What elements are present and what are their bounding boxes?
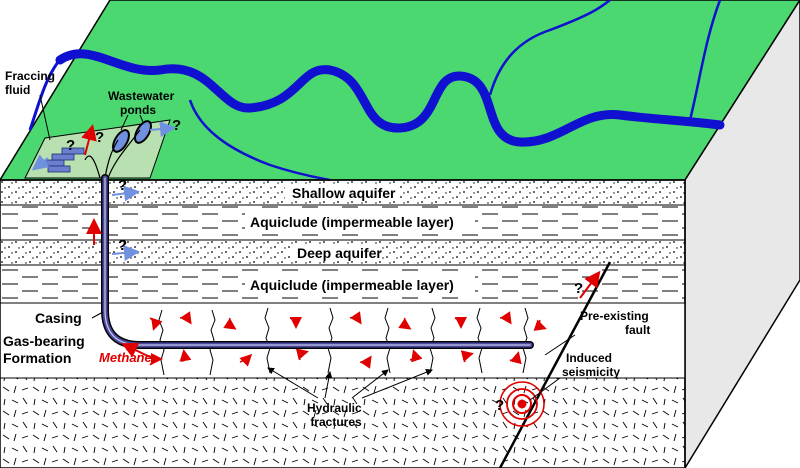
question-mark-fault: ? [574,280,583,297]
pre-existing-fault-line [498,261,612,468]
pipes [84,129,141,179]
methane-arrows [149,311,547,369]
wastewater-pond-1 [112,129,130,153]
wastewater-ponds-label: Wastewater ponds [108,89,178,117]
aquiclude-2-label: Aquiclude (impermeable layer) [250,277,454,293]
deep-aquifer-arrow [111,245,140,261]
methane-label-arrow [121,342,151,358]
question-mark-fluid: ? [95,129,104,146]
question-mark-ponds: ? [172,117,181,134]
pre-existing-fault-label: Pre-existing fault [580,309,652,337]
tank-spill-arrow [31,154,50,171]
fraccing-fluid-arrow [81,124,97,156]
seismicity-rings [499,381,545,427]
hydraulic-fractures-label: Hydraulic fractures [307,401,365,429]
question-mark-seismic: ? [495,397,504,414]
shallow-aquifer-label: Shallow aquifer [292,185,396,201]
question-mark-shallow: ? [118,177,127,194]
casing-label: Casing [35,310,82,326]
deep-aquifer-label: Deep aquifer [297,245,382,261]
block-outline [0,179,686,468]
main-river [55,49,725,147]
bedrock [0,377,686,468]
aquiclude-1-label: Aquiclude (impermeable layer) [250,214,454,230]
tributary-1 [28,61,60,131]
pointer-lines [39,94,576,401]
tributary-3 [688,0,722,121]
tributary-2 [488,0,611,96]
induced-seismicity-label: Induced seismicity [562,351,620,379]
tributary-4 [188,99,331,182]
well-casing [101,174,534,349]
fault-arrow [579,270,601,299]
shallow-aquifer-arrow [111,185,140,202]
pond-leak-arrow [149,121,176,138]
question-mark-deep: ? [118,237,127,254]
fraccing-fluid-label: Fraccing fluid [5,69,58,97]
methane-label: Methane [99,350,152,365]
wastewater-pond-2 [134,120,152,144]
question-mark-tanks: ? [66,137,75,154]
fracture-pointers [267,367,433,399]
fluid-tanks [41,147,85,173]
gas-bearing-formation-label: Gas-bearing Formation [3,333,89,366]
